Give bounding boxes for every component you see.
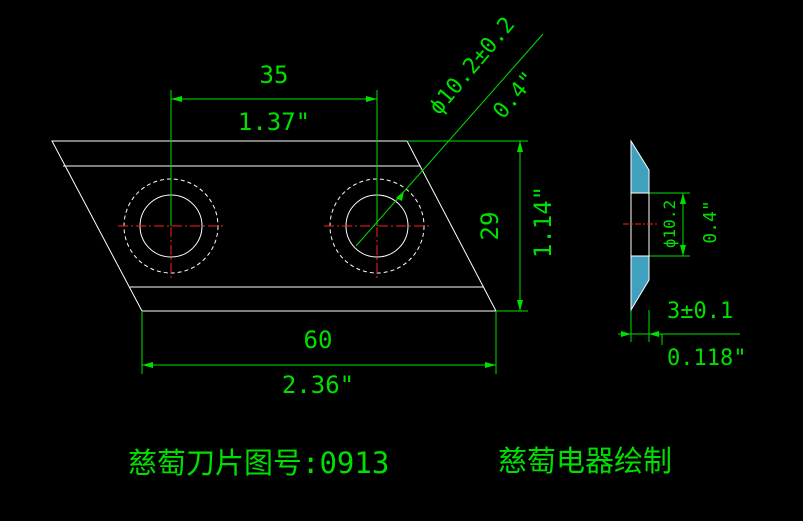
diameter-leader: [355, 33, 544, 247]
arrow: [171, 96, 182, 102]
arrow: [621, 331, 631, 337]
arrow: [649, 331, 659, 337]
arrow: [396, 191, 404, 201]
side-bevel-top: [630, 139, 650, 194]
maker-label: 慈萄电器绘制: [498, 444, 672, 478]
arrow: [366, 96, 377, 102]
dimension-lines: [141, 33, 740, 374]
arrow: [142, 362, 153, 368]
arrow: [517, 141, 523, 152]
height-mm-label: 29: [476, 212, 504, 241]
length-mm-label: 60: [304, 326, 333, 354]
part-number-label: 慈萄刀片图号:0913: [128, 446, 389, 480]
hole-spacing-mm-label: 35: [260, 61, 289, 89]
thickness-in-label: 0.118": [667, 346, 746, 371]
length-in-label: 2.36": [282, 371, 354, 399]
blade-side-view: [623, 139, 657, 312]
hole-spacing-in-label: 1.37": [238, 108, 310, 136]
height-in-label: 1.14": [529, 186, 557, 258]
side-hole-in-label: 0.4": [700, 200, 721, 243]
arrow: [485, 362, 496, 368]
arrow: [680, 193, 686, 204]
centerlines: [118, 173, 430, 279]
hole-diameter-in-label: 0.4": [488, 67, 541, 124]
side-bevel-bottom: [630, 255, 650, 312]
arrow: [680, 245, 686, 256]
arrow: [517, 300, 523, 311]
arrowheads: [142, 96, 686, 368]
side-hole-mm-label: ϕ10.2: [660, 200, 679, 248]
thickness-mm-label: 3±0.1: [667, 299, 733, 324]
